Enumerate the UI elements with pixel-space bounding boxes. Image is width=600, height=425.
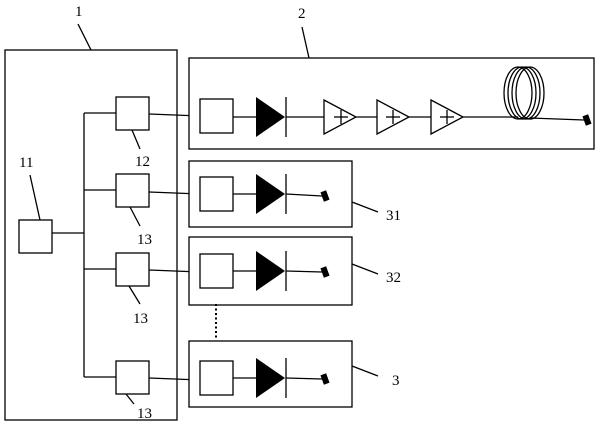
channel-31-terminal-icon — [320, 190, 330, 202]
module-13-c — [115, 360, 150, 395]
leader-line-13-c — [125, 393, 135, 405]
leader-line-13-a — [129, 206, 141, 227]
leader-line-11 — [29, 174, 41, 221]
channel-3-diode-icon — [256, 358, 285, 398]
channel-2-terminal-icon — [582, 114, 592, 126]
leader-line-13-b — [128, 285, 141, 305]
label-13-b: 13 — [133, 311, 148, 327]
leader-line-1 — [77, 23, 92, 51]
label-32: 32 — [386, 270, 401, 286]
channel-32-diode-icon — [256, 251, 285, 291]
module-13-a — [115, 173, 150, 208]
label-12: 12 — [135, 154, 150, 170]
channel-31-input-box — [199, 176, 234, 212]
module-11 — [18, 219, 53, 254]
leader-line-31 — [351, 201, 379, 213]
module-13-b — [115, 252, 150, 287]
fiber-coil-icon — [503, 66, 545, 120]
module-12 — [115, 96, 150, 131]
label-3: 3 — [392, 373, 400, 389]
channel-3-wire-b — [285, 377, 323, 380]
label-11: 11 — [19, 155, 33, 171]
leader-line-3 — [351, 365, 379, 377]
channel-2-diode-icon — [256, 97, 285, 137]
channel-2-wire-f — [529, 117, 585, 121]
label-13-c: 13 — [137, 406, 152, 422]
label-1: 1 — [75, 4, 83, 20]
channel-3-terminal-icon — [320, 373, 330, 385]
label-31: 31 — [386, 208, 401, 224]
channel-32-wire-b — [285, 270, 323, 273]
leader-line-12 — [131, 129, 141, 150]
leader-line-32 — [351, 263, 379, 275]
label-13-a: 13 — [137, 232, 152, 248]
channel-2-input-box — [199, 98, 234, 134]
leader-line-2 — [301, 26, 310, 59]
channel-32-terminal-icon — [320, 266, 330, 278]
label-2: 2 — [298, 6, 306, 22]
channel-31-wire-b — [285, 193, 323, 197]
channel-3-input-box — [199, 360, 234, 396]
channel-32-input-box — [199, 253, 234, 289]
channel-31-diode-icon — [256, 174, 285, 214]
